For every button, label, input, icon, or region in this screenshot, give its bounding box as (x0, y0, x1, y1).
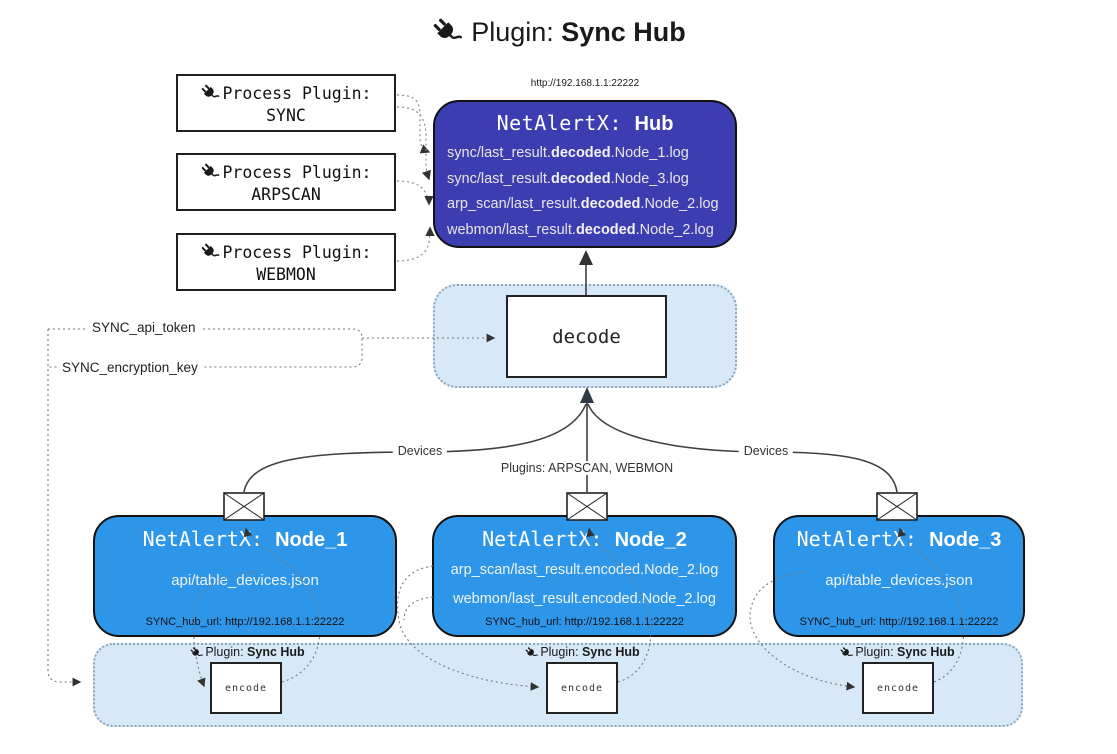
band-plugin-text: Plugin: Sync Hub (205, 645, 305, 660)
node-hub-url: SYNC_hub_url: http://192.168.1.1:22222 (799, 616, 999, 628)
band-plugin-text: Plugin: Sync Hub (855, 645, 955, 660)
hub-title-name: Hub (634, 113, 674, 135)
hub-node: NetAlertX: Hub sync/last_result.decoded.… (433, 100, 737, 248)
edge-webmon-to-hub (396, 226, 435, 262)
process-plugin-arpscan: Process Plugin: ARPSCAN (176, 153, 396, 211)
hub-title-prefix: NetAlertX: (496, 111, 635, 135)
edge-label-devices-left: Devices (392, 444, 448, 458)
diagram-title: Plugin: Sync Hub (0, 16, 1117, 48)
process-plugin-title: Process Plugin: (222, 83, 372, 103)
node-3-box: NetAlertX: Node_3 api/table_devices.json… (773, 515, 1025, 637)
edge-label-devices-right: Devices (738, 444, 794, 458)
page-title: Plugin: Sync Hub (471, 17, 686, 48)
encode-box-node1: encode (210, 662, 282, 714)
title-name: Sync Hub (561, 16, 686, 47)
edge-sync-to-hub-line1 (396, 94, 431, 154)
hub-log-line: sync/last_result.decoded.Node_3.log (447, 170, 689, 187)
node-title: NetAlertX: Node_3 (796, 527, 1002, 551)
hub-log-line: webmon/last_result.decoded.Node_2.log (447, 221, 714, 238)
plug-icon (524, 644, 538, 660)
node-title: NetAlertX: Node_2 (482, 527, 687, 551)
edge-encryption-key-to-band (47, 329, 82, 687)
process-plugin-name: ARPSCAN (251, 184, 321, 204)
process-plugin-title: Process Plugin: (222, 242, 372, 262)
sync-api-token-label: SYNC_api_token (88, 320, 200, 335)
hub-url-label: http://192.168.1.1:22222 (530, 78, 640, 89)
arrowhead-into-decode-band (580, 387, 594, 403)
band-plugin-label-1: Plugin: Sync Hub (189, 644, 305, 660)
edge-node2-line2-join (403, 596, 434, 621)
plug-icon (189, 644, 203, 660)
encode-box-node2: encode (546, 662, 618, 714)
node-content-line: webmon/last_result.encoded.Node_2.log (453, 591, 716, 607)
node-hub-url: SYNC_hub_url: http://192.168.1.1:22222 (485, 616, 684, 628)
hub-log-line: arp_scan/last_result.decoded.Node_2.log (447, 196, 719, 212)
plug-icon (200, 241, 220, 264)
band-plugin-label-3: Plugin: Sync Hub (839, 644, 955, 660)
node-content-line: api/table_devices.json (825, 572, 973, 589)
plug-icon (839, 644, 853, 660)
process-plugin-title: Process Plugin: (222, 162, 372, 182)
edge-label-plugins-mid: Plugins: ARPSCAN, WEBMON (495, 461, 679, 475)
node-content-line: arp_scan/last_result.encoded.Node_2.log (450, 562, 719, 578)
arrowhead-into-hub (579, 250, 593, 265)
band-plugin-text: Plugin: Sync Hub (540, 645, 640, 660)
process-plugin-name: SYNC (266, 105, 306, 125)
node-content-line: api/table_devices.json (171, 572, 319, 589)
sync-encryption-key-label: SYNC_encryption_key (58, 360, 202, 375)
hub-title: NetAlertX: Hub (435, 111, 735, 136)
plug-icon (200, 161, 220, 184)
node-title: NetAlertX: Node_1 (142, 527, 348, 551)
hub-log-line: sync/last_result.decoded.Node_1.log (447, 145, 689, 161)
encode-box-node3: encode (862, 662, 934, 714)
edge-sync-to-hub-line2 (396, 106, 431, 181)
plug-icon (200, 82, 220, 105)
process-plugin-name: WEBMON (256, 264, 316, 284)
title-prefix: Plugin: (471, 16, 562, 47)
node-hub-url: SYNC_hub_url: http://192.168.1.1:22222 (145, 616, 345, 628)
process-plugin-sync: Process Plugin: SYNC (176, 74, 396, 132)
node-2-box: NetAlertX: Node_2 arp_scan/last_result.e… (432, 515, 737, 637)
decode-box: decode (506, 295, 667, 378)
plug-icon (431, 16, 463, 48)
node-1-box: NetAlertX: Node_1 api/table_devices.json… (93, 515, 397, 637)
band-plugin-label-2: Plugin: Sync Hub (524, 644, 640, 660)
process-plugin-webmon: Process Plugin: WEBMON (176, 233, 396, 291)
edge-arpscan-to-hub (396, 180, 434, 206)
